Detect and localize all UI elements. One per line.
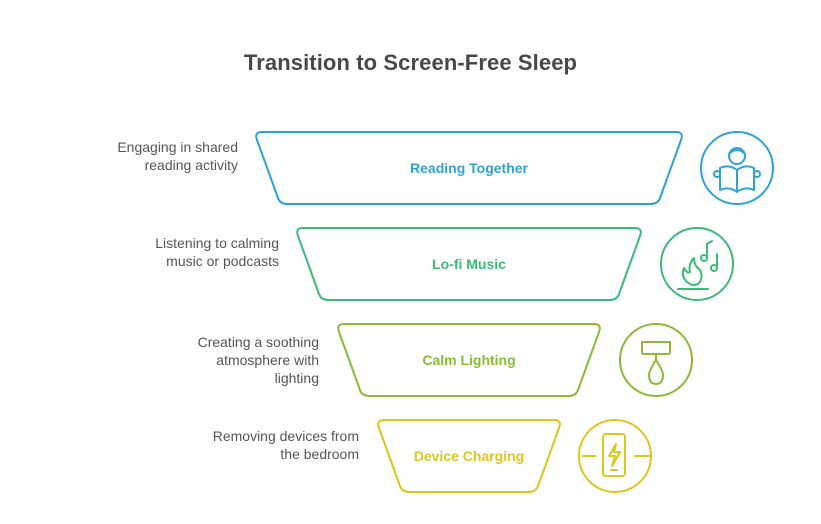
- page-title: Transition to Screen-Free Sleep: [243, 50, 578, 75]
- funnel-band-music: [296, 227, 642, 301]
- stage-description-music: Listening to calming music or podcasts: [155, 235, 279, 269]
- stage-label-music: Lo-fi Music: [432, 256, 506, 272]
- stage-description-lighting: Creating a soothing atmosphere with ligh…: [197, 334, 319, 386]
- funnel-stage-reading: Reading Together: [255, 131, 774, 205]
- funnel-stage-music: Lo-fi Music: [296, 227, 734, 301]
- funnel-band-reading: [255, 131, 683, 205]
- stage-label-reading: Reading Together: [410, 160, 529, 176]
- stage-description-reading: Engaging in shared reading activity: [117, 139, 238, 173]
- stage-label-charging: Device Charging: [414, 448, 524, 464]
- lamp-icon: [619, 323, 693, 397]
- phone-charging-icon: [578, 419, 652, 493]
- stage-description-charging: Removing devices from the bedroom: [212, 428, 359, 462]
- stage-label-lighting: Calm Lighting: [422, 352, 515, 368]
- funnel-band-charging: [377, 419, 561, 493]
- reading-book-icon: [700, 131, 774, 205]
- music-campfire-icon: [660, 227, 734, 301]
- funnel-stage-charging: Device Charging: [377, 419, 652, 493]
- funnel-stage-lighting: Calm Lighting: [337, 323, 693, 397]
- funnel-band-lighting: [337, 323, 601, 397]
